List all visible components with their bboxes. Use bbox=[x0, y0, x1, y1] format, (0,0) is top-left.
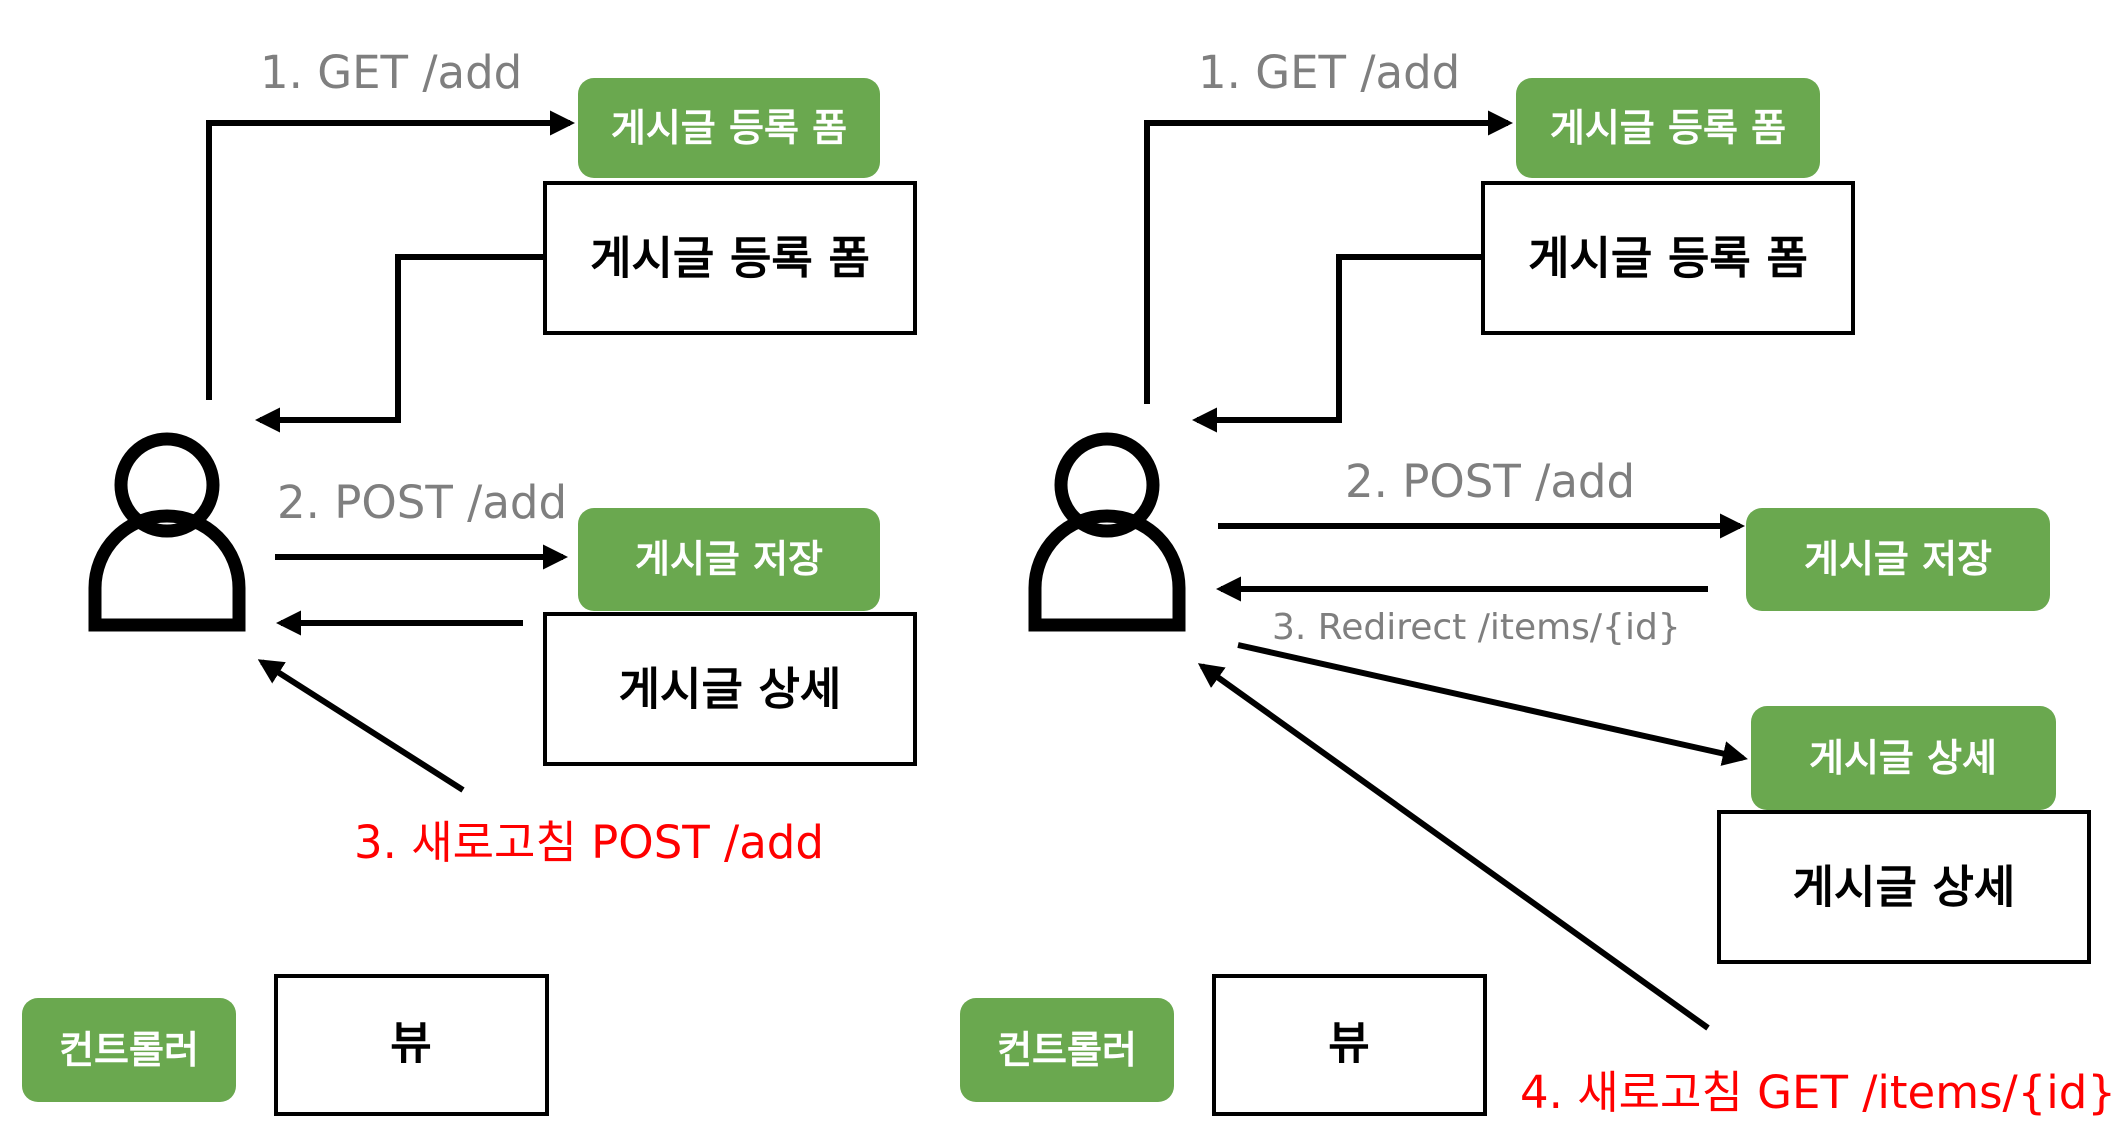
right-panel: 1. GET /add 게시글 등록 폼 게시글 등록 폼 2. POST /a… bbox=[960, 46, 2114, 1119]
left-controller-form-label: 게시글 등록 폼 bbox=[611, 106, 847, 150]
right-step4-label: 4. 새로고침 GET /items/{id} bbox=[1520, 1066, 2114, 1119]
right-form-response-arrow bbox=[1191, 254, 1483, 433]
right-controller-save bbox=[1746, 508, 2050, 611]
right-legend-view bbox=[1212, 974, 1487, 1116]
left-legend-view bbox=[274, 974, 549, 1116]
left-refresh-arrow bbox=[257, 659, 465, 793]
left-view-form-label: 게시글 등록 폼 bbox=[590, 232, 870, 285]
right-view-detail-label: 게시글 상세 bbox=[1793, 861, 2016, 914]
left-step1-label: 1. GET /add bbox=[260, 46, 522, 99]
right-step1-label: 1. GET /add bbox=[1198, 46, 1460, 99]
right-view-form-label: 게시글 등록 폼 bbox=[1528, 232, 1808, 285]
right-step2-label: 2. POST /add bbox=[1345, 455, 1635, 508]
left-form-response-arrow bbox=[254, 254, 545, 433]
right-get-detail-arrow bbox=[1237, 642, 1748, 766]
left-view-detail-label: 게시글 상세 bbox=[619, 663, 842, 716]
left-user-icon bbox=[88, 432, 246, 632]
right-controller-save-label: 게시글 저장 bbox=[1804, 537, 1992, 581]
right-get-arrow bbox=[1144, 110, 1514, 404]
left-controller-save-label: 게시글 저장 bbox=[635, 537, 823, 581]
right-controller-detail-label: 게시글 상세 bbox=[1809, 736, 1997, 780]
left-get-arrow bbox=[206, 110, 576, 400]
right-refresh-arrow bbox=[1197, 663, 1710, 1031]
left-legend-view-label: 뷰 bbox=[390, 1017, 431, 1070]
left-legend-controller bbox=[22, 998, 236, 1102]
left-view-form bbox=[543, 181, 917, 335]
left-step2-label: 2. POST /add bbox=[277, 476, 567, 529]
left-controller-save bbox=[578, 508, 880, 611]
right-legend-controller bbox=[960, 998, 1174, 1102]
left-view-detail bbox=[543, 612, 917, 766]
right-step3-label: 3. Redirect /items/{id} bbox=[1272, 607, 1681, 648]
right-controller-form bbox=[1516, 78, 1820, 178]
right-controller-detail bbox=[1751, 706, 2056, 810]
right-user-icon bbox=[1028, 432, 1186, 632]
right-controller-form-label: 게시글 등록 폼 bbox=[1550, 106, 1786, 150]
left-step3-label: 3. 새로고침 POST /add bbox=[354, 816, 824, 869]
right-legend-view-label: 뷰 bbox=[1328, 1017, 1369, 1070]
left-legend-controller-label: 컨트롤러 bbox=[59, 1028, 199, 1072]
left-panel: 1. GET /add 게시글 등록 폼 게시글 등록 폼 2. POST /a… bbox=[22, 46, 917, 1116]
left-controller-form bbox=[578, 78, 880, 178]
right-view-form bbox=[1481, 181, 1855, 335]
right-legend-controller-label: 컨트롤러 bbox=[997, 1028, 1137, 1072]
right-view-detail bbox=[1717, 810, 2091, 964]
